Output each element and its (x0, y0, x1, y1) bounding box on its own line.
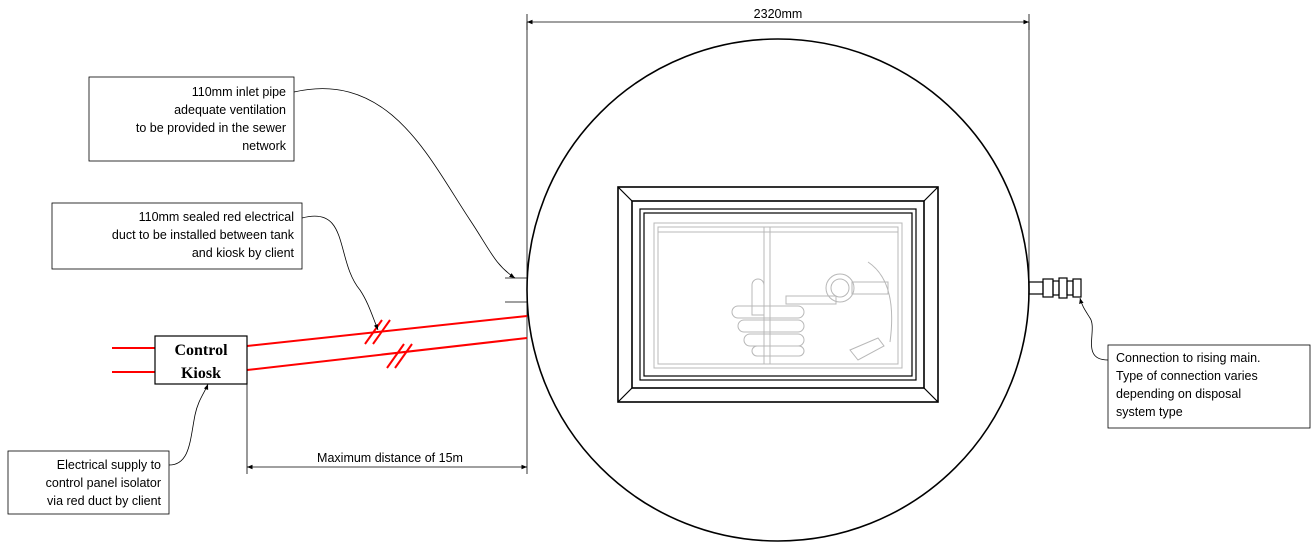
max-distance-label: Maximum distance of 15m (317, 451, 463, 465)
max-distance-dimension: Maximum distance of 15m (246, 384, 527, 474)
callout-inlet-line4: network (242, 139, 287, 153)
callout-supply-line2: control panel isolator (46, 476, 161, 490)
tank-outline (526, 38, 1030, 542)
callout-duct-line2: duct to be installed between tank (112, 228, 295, 242)
callout-electrical-supply: Electrical supply to control panel isola… (7, 383, 209, 515)
tank-width-label: 2320mm (754, 7, 803, 21)
kiosk-label-line2: Kiosk (181, 365, 221, 382)
callout-inlet-pipe: 110mm inlet pipe adequate ventilation to… (88, 76, 516, 279)
callout-rising-line1: Connection to rising main. (1116, 351, 1261, 365)
rising-main-connector (1028, 277, 1082, 299)
callout-supply-line1: Electrical supply to (57, 458, 161, 472)
red-electrical-duct (112, 315, 528, 373)
callout-rising-line4: system type (1116, 405, 1183, 419)
tank-width-dimension: 2320mm (526, 7, 1030, 30)
pump-internals (653, 222, 903, 369)
callout-supply-line3: via red duct by client (47, 494, 161, 508)
callout-rising-main: Connection to rising main. Type of conne… (1079, 297, 1311, 429)
callout-rising-line2: Type of connection varies (1116, 369, 1258, 383)
callout-duct-line1: 110mm sealed red electrical (139, 210, 294, 224)
inlet-pipe (505, 277, 527, 303)
access-cover (617, 186, 939, 403)
callout-inlet-line3: to be provided in the sewer (136, 121, 286, 135)
callout-rising-line3: depending on disposal (1116, 387, 1241, 401)
callout-inlet-line2: adequate ventilation (174, 103, 286, 117)
kiosk-label-line1: Control (174, 342, 228, 359)
callout-duct-line3: and kiosk by client (192, 246, 295, 260)
callout-red-duct: 110mm sealed red electrical duct to be i… (51, 202, 379, 331)
control-kiosk: Control Kiosk (154, 335, 248, 385)
callout-inlet-line1: 110mm inlet pipe (192, 85, 286, 99)
